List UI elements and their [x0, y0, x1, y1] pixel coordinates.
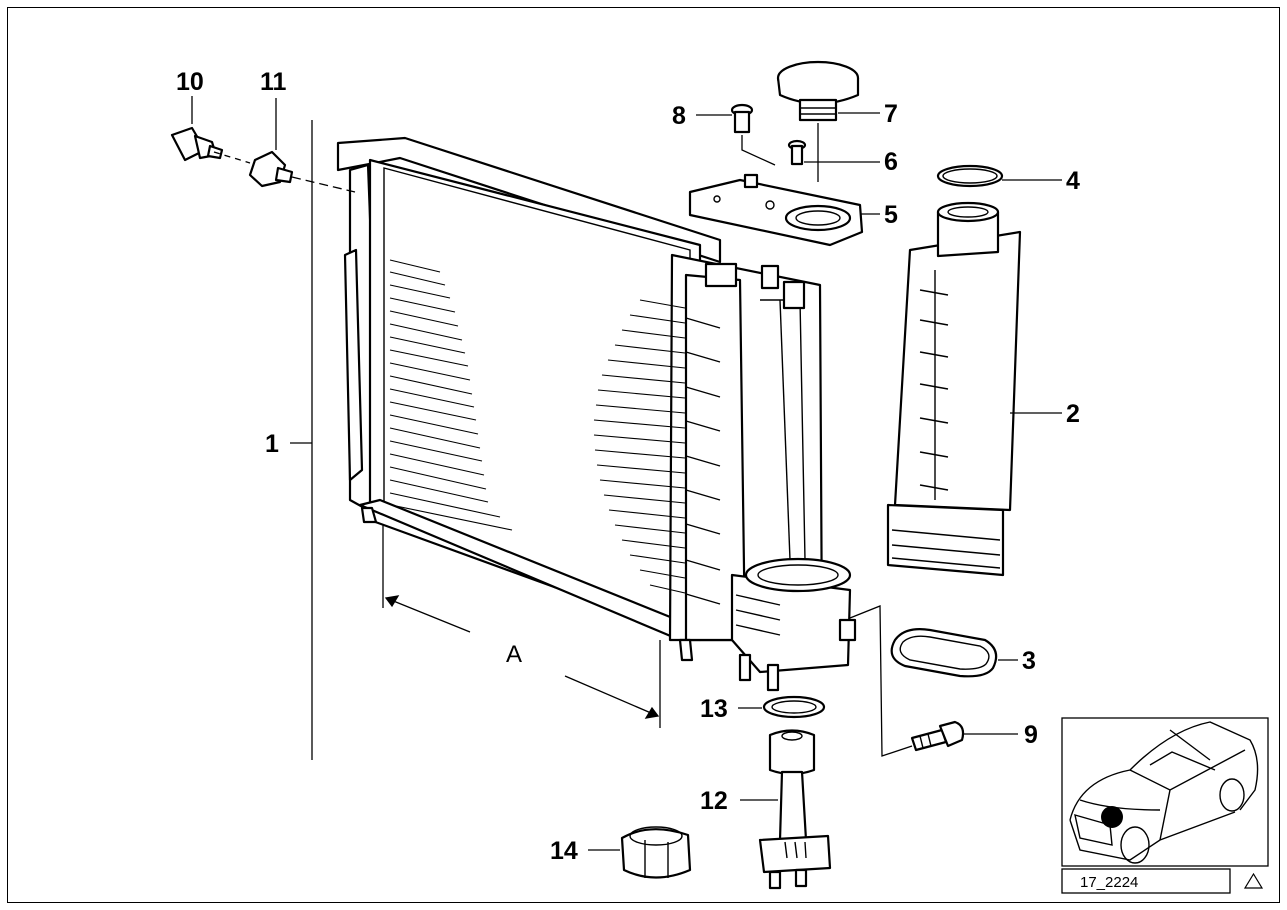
callout-12: 12: [700, 787, 728, 815]
callout-9: 9: [1024, 721, 1038, 749]
radiator: [336, 136, 857, 692]
location-dot-icon: [1101, 806, 1123, 828]
reference-code-box: 17_2224: [1061, 868, 1231, 894]
callout-14: 14: [550, 837, 578, 865]
temperature-sensor-10: [170, 126, 224, 162]
callout-2: 2: [1066, 400, 1080, 428]
callout-5: 5: [884, 201, 898, 229]
plug-11: [248, 150, 294, 188]
bleed-screw-9: [910, 720, 965, 752]
filler-cap: [776, 60, 860, 122]
radiator-fins-left: [389, 259, 513, 531]
expansion-tank: [886, 201, 1022, 577]
cover-plate: [688, 173, 864, 247]
callout-13: 13: [700, 695, 728, 723]
callout-11: 11: [260, 68, 287, 96]
callout-labels: 10 11 1 8 7 6 5 4 2 3 9 13 12 14 A: [176, 68, 1080, 865]
drain-fitting-12: [758, 729, 832, 890]
reference-code: 17_2224: [1080, 874, 1138, 891]
diagram-frame: [7, 7, 1280, 903]
callout-6: 6: [884, 148, 898, 176]
gasket-3: [890, 628, 998, 678]
callout-3: 3: [1022, 647, 1036, 675]
callout-8: 8: [672, 102, 686, 130]
callout-10: 10: [176, 68, 204, 96]
washer-13: [762, 695, 826, 719]
radiator-fins-right: [593, 299, 686, 594]
callout-1: 1: [265, 430, 279, 458]
callout-4: 4: [1066, 167, 1080, 195]
screw-6: [787, 139, 807, 166]
bolt-8: [730, 103, 754, 134]
warning-triangle-icon: [1243, 872, 1264, 889]
car-location-icon: [1061, 717, 1269, 867]
leader-lines: [191, 96, 1062, 851]
nut-14: [620, 826, 692, 879]
callout-7: 7: [884, 100, 898, 128]
dimension-label-a: A: [506, 641, 522, 668]
